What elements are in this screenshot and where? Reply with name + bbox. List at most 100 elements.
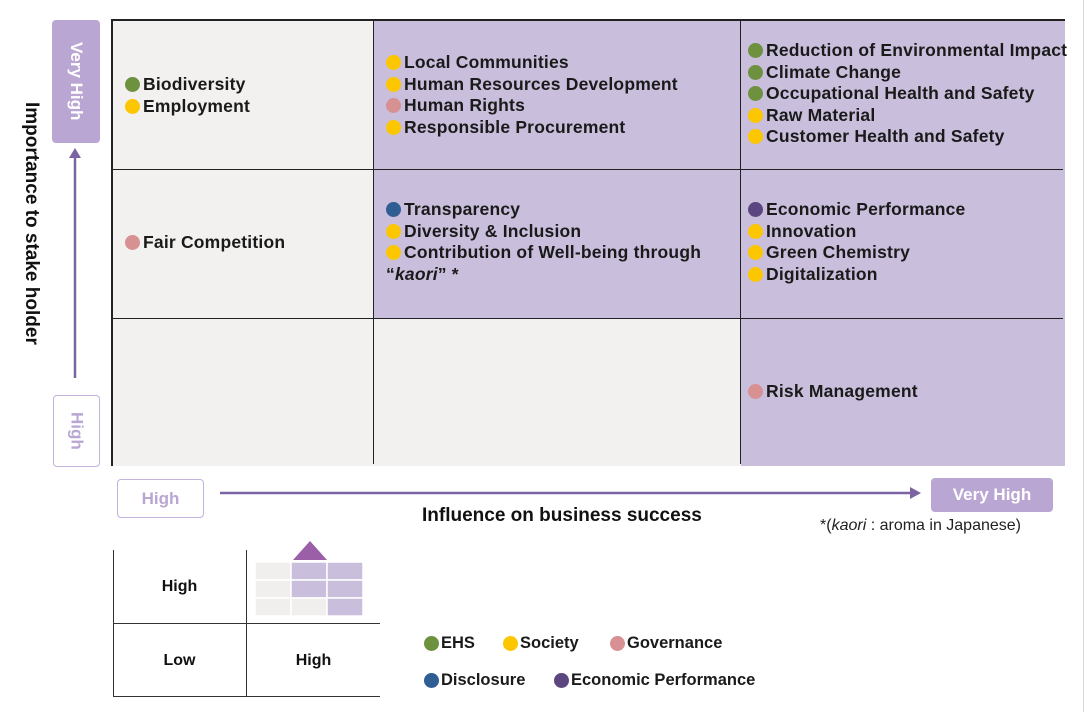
disclosure-dot [386,202,401,218]
ehs-dot [748,64,763,80]
legend-item-ehs: EHS [424,634,475,653]
legend-dot-governance [610,636,625,651]
matrix-item-continuation: “kaori” * [386,264,701,286]
legend-dot-ehs [424,636,439,651]
matrix-item: Innovation [748,221,965,243]
footnote-prefix: *( [820,517,832,534]
society-dot [748,129,763,145]
matrix-item: Diversity & Inclusion [386,221,701,243]
governance-dot [748,384,763,400]
matrix-item: Economic Performance [748,199,965,221]
mini-cell [255,561,292,581]
matrix-item: Human Resources Development [386,74,678,96]
mini-cell [290,561,328,581]
society-dot [125,98,140,114]
x-axis-title: Influence on business success [422,505,702,526]
society-dot [748,245,763,261]
matrix-item-label: Customer Health and Safety [766,126,1005,146]
quote-open: “ [386,263,395,284]
matrix-item-label: Human Rights [404,95,526,115]
grid-divider-h2 [113,318,1063,319]
x-axis-very-high-pill: Very High [931,478,1053,512]
cell-mid-left-list: Fair Competition [125,232,285,254]
matrix-item: Occupational Health and Safety [748,83,1067,105]
x-axis-high-pill: High [117,479,204,518]
matrix-item-label: Innovation [766,220,857,241]
cell-bottom-middle [374,318,741,466]
matrix-item-label: Green Chemistry [766,242,911,262]
mini-matrix-arrow [293,541,327,560]
legend-dot-disclosure [424,673,439,688]
matrix-item: Green Chemistry [748,242,965,264]
governance-dot [386,98,401,114]
matrix-item: Digitalization [748,264,965,286]
mini-cell [290,597,328,617]
governance-dot [125,235,140,251]
cell-bottom-right-list: Risk Management [748,381,918,403]
matrix-item: Biodiversity [125,74,250,96]
legend-label-disclosure: Disclosure [441,671,526,689]
matrix-item-label: Climate Change [766,61,902,82]
matrix-item-label: Reduction of Environmental Impact [766,40,1068,60]
legend-item-economic: Economic Performance [554,671,755,690]
matrix-item: Responsible Procurement [386,117,678,139]
matrix-item-label: Local Communities [404,52,569,72]
matrix-item-label: Contribution of Well-being through [404,242,702,262]
key-table: High Low High [113,541,380,697]
society-dot [386,245,401,261]
mini-cell [326,597,364,617]
matrix-item: Contribution of Well-being through [386,242,701,264]
matrix-item: Raw Material [748,105,1067,127]
footnote: *(kaori : aroma in Japanese) [820,517,1021,535]
matrix-item-label: Occupational Health and Safety [766,83,1035,103]
matrix-item: Transparency [386,199,701,221]
mini-matrix-icon [255,541,364,617]
legend-item-governance: Governance [610,634,722,653]
key-table-row2-label: Low [163,652,196,669]
matrix-item-label: Transparency [404,199,521,219]
y-axis-title: Importance to stake holder [21,102,42,345]
society-dot [748,223,763,239]
matrix-item-label: Responsible Procurement [404,116,626,137]
ehs-dot [125,77,140,93]
matrix-item: Fair Competition [125,232,285,254]
mini-cell [255,579,292,599]
matrix-item-label: Diversity & Inclusion [404,220,582,241]
y-axis-very-high-pill: Very High [52,20,100,143]
society-dot [386,55,401,71]
ehs-dot [748,43,763,59]
matrix-item: Employment [125,96,250,118]
mini-cell [326,579,364,599]
ehs-dot [748,86,763,102]
matrix-item: Human Rights [386,95,678,117]
legend-label-society: Society [520,634,579,652]
legend-label-ehs: EHS [441,634,475,652]
cell-bottom-left [113,318,374,466]
matrix-item-label: Raw Material [766,104,876,125]
matrix-item: Risk Management [748,381,918,403]
mini-cell [326,561,364,581]
quote-close: ” * [437,263,459,284]
kaori-term: kaori [394,263,438,284]
mini-cell [290,579,328,599]
footnote-term: kaori [831,517,867,534]
legend-dot-society [503,636,518,651]
legend-item-disclosure: Disclosure [424,671,525,690]
mini-cell [255,597,292,617]
matrix-item-label: Economic Performance [766,199,966,219]
society-dot [748,107,763,123]
x-axis-arrow-head [910,487,921,499]
y-axis-high-pill: High [53,395,100,467]
grid-divider-h1 [113,169,1063,170]
key-table-col-label: High [295,652,332,669]
